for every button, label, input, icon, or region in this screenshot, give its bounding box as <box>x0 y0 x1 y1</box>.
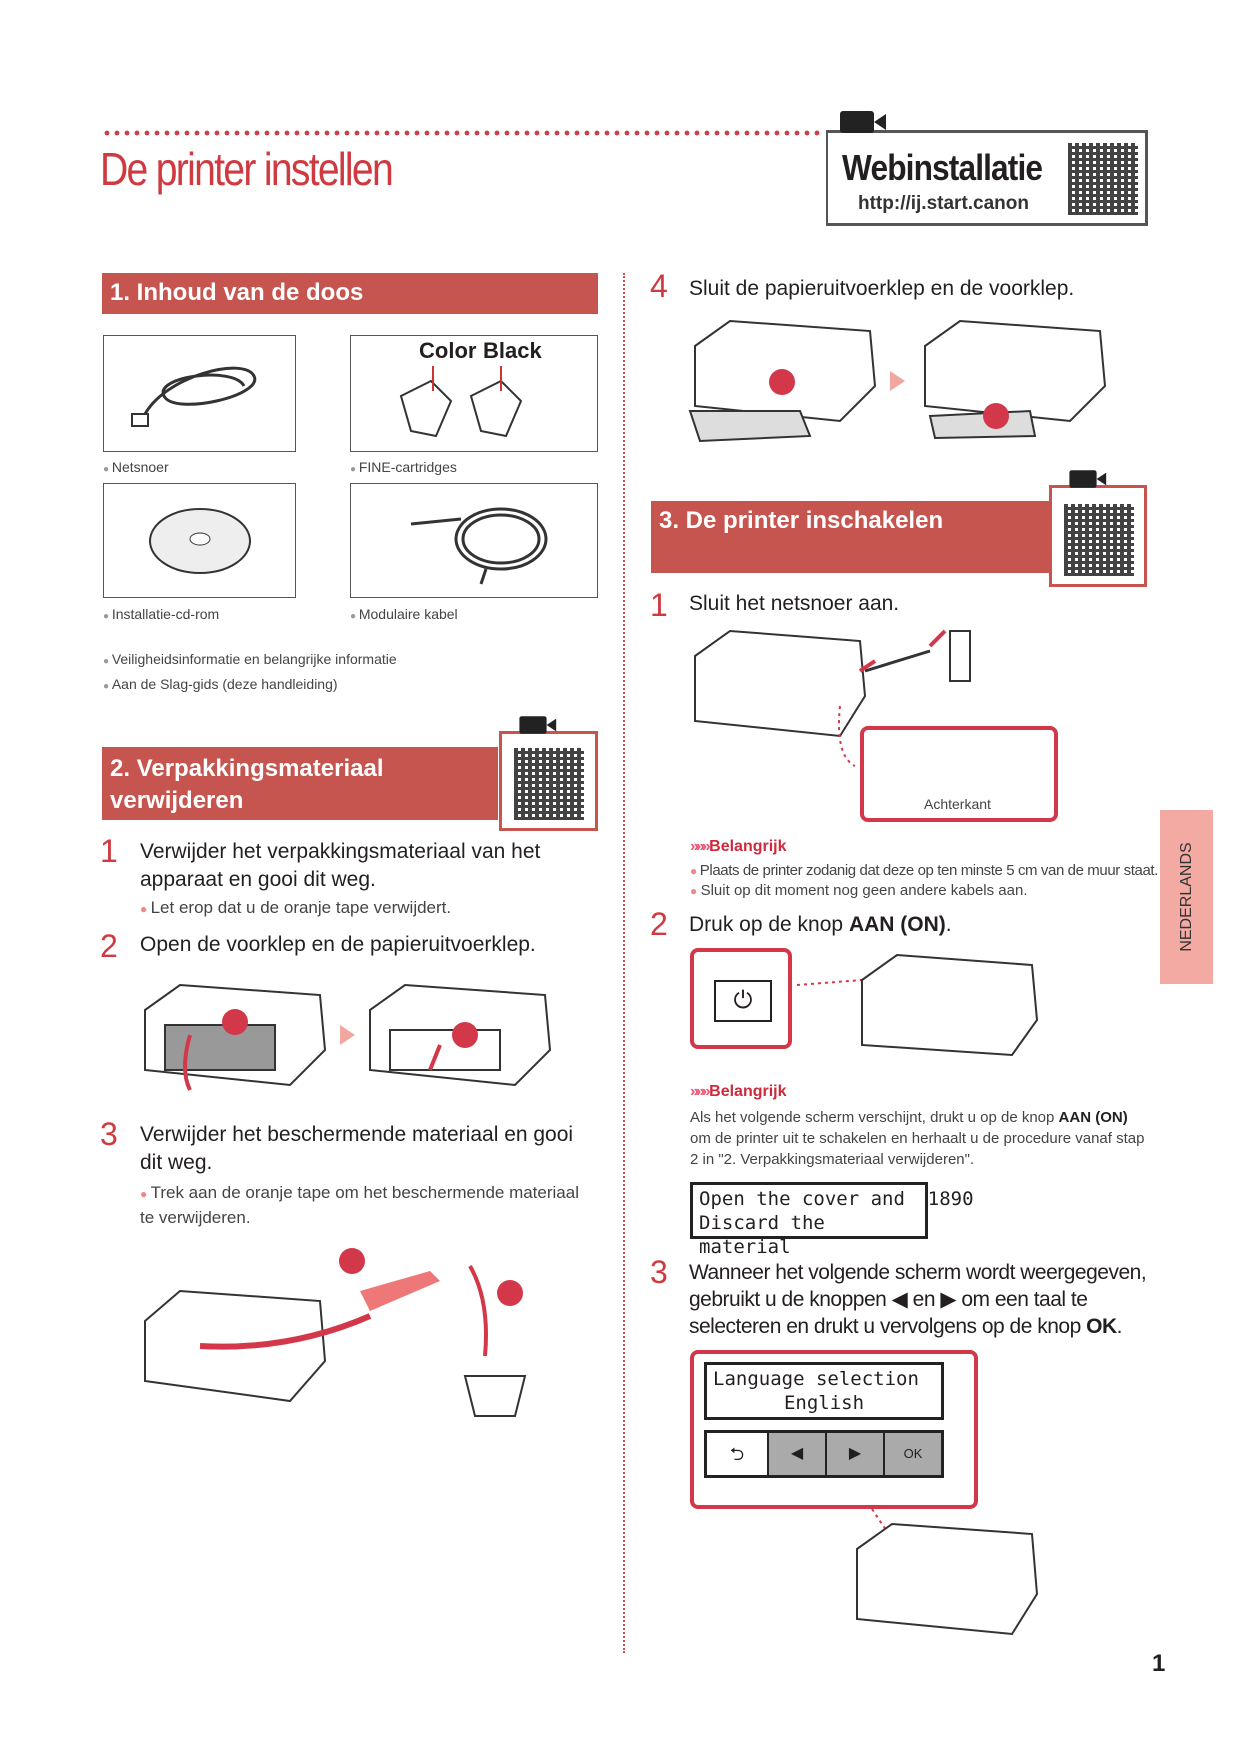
cd-rom-image <box>103 483 296 598</box>
step-number: 2 <box>100 928 118 964</box>
section-2-title-1: 2. Verpakkingsmateriaal <box>110 755 384 782</box>
section-2-title-2: verwijderen <box>110 787 244 814</box>
back-button[interactable]: ⮌ <box>707 1433 767 1475</box>
printer-open-illustration <box>144 983 552 1091</box>
step-text: Wanneer het volgende scherm wordt weerge… <box>689 1261 1147 1338</box>
lcd-screen-cover: Open the cover and 1890 Discard the mate… <box>690 1182 974 1258</box>
ink-label-black: Black <box>483 338 542 363</box>
step-note: Trek aan de oranje tape om het bescherme… <box>140 1181 580 1229</box>
step-text: Verwijder het verpakkingsmateriaal van h… <box>140 840 541 891</box>
cd-icon <box>149 508 251 574</box>
step-text: Sluit het netsnoer aan. <box>689 592 900 615</box>
rear-view-callout: Achterkant <box>860 726 1058 822</box>
qr-code[interactable] <box>1064 504 1134 576</box>
lcd-line: Open the cover and 1890 <box>699 1188 974 1210</box>
power-cord-image <box>103 335 296 452</box>
item-label: FINE-cartridges <box>350 459 457 475</box>
section-1-header: 1. Inhoud van de doos <box>102 273 598 314</box>
step-text: Open de voorklep en de papieruitvoerklep… <box>140 933 536 956</box>
language-tab: NEDERLANDS <box>1160 810 1213 984</box>
step-number: 2 <box>650 906 668 942</box>
printer-illustration <box>796 953 1039 1057</box>
step-text: Sluit de papieruitvoerklep en de voorkle… <box>689 277 1075 300</box>
left-button[interactable]: ◀ <box>767 1433 825 1475</box>
qr-code[interactable] <box>1068 143 1138 215</box>
video-icon <box>519 716 557 734</box>
ok-button[interactable]: OK <box>883 1433 941 1475</box>
page-title: De printer instellen <box>100 143 394 195</box>
printer-illustration <box>856 1508 1039 1636</box>
dotted-rule <box>102 130 822 136</box>
step-number: 4 <box>650 268 668 304</box>
lcd-line: Language selection <box>713 1368 919 1390</box>
power-button-callout: ⏻ <box>690 948 792 1049</box>
right-button[interactable]: ▶ <box>825 1433 883 1475</box>
cartridges-image: Color Black <box>350 335 598 452</box>
important-heading: Belangrijk <box>690 1083 786 1101</box>
important-heading: Belangrijk <box>690 838 786 856</box>
lcd-line: Discard the material <box>699 1212 825 1258</box>
item-label: Modulaire kabel <box>350 606 458 622</box>
lcd-screen-language: Language selection English <box>704 1362 944 1420</box>
video-icon <box>1069 470 1107 488</box>
cable-icon <box>410 507 548 585</box>
step-text: Verwijder het beschermende materiaal en … <box>140 1123 574 1174</box>
remove-tape-illustration <box>144 1248 527 1417</box>
important-note: Plaats de printer zodanig dat deze op te… <box>690 862 1159 879</box>
button-panel: ⮌ ◀ ▶ OK <box>704 1430 944 1478</box>
video-icon <box>840 111 886 133</box>
rear-label: Achterkant <box>924 796 991 812</box>
power-cord-icon <box>131 366 257 427</box>
step-number: 1 <box>100 833 118 869</box>
qr-box <box>499 716 598 831</box>
printer-close-illustration <box>688 319 1107 443</box>
page-number: 1 <box>1152 1650 1166 1677</box>
step-number: 3 <box>100 1116 118 1152</box>
plug-in-illustration <box>694 629 971 767</box>
important-text: Als het volgende scherm verschijnt, druk… <box>690 1109 1145 1168</box>
qr-box <box>1049 470 1147 587</box>
power-icon[interactable]: ⏻ <box>714 980 772 1022</box>
lcd-language-value: English <box>783 1392 865 1414</box>
step-text: Druk op de knop AAN (ON). <box>689 913 952 936</box>
item-label: Netsnoer <box>103 459 169 475</box>
web-setup-box: Webinstallatie http://ij.start.canon <box>826 111 1148 226</box>
language-panel-callout: Language selection English ⮌ ◀ ▶ OK <box>690 1350 978 1509</box>
web-setup-title: Webinstallatie <box>842 147 1043 188</box>
important-note: Sluit op dit moment nog geen andere kabe… <box>690 882 1028 899</box>
section-2-header: 2. Verpakkingsmateriaal verwijderen <box>102 747 498 820</box>
step-number: 3 <box>650 1254 668 1290</box>
qr-code[interactable] <box>514 748 584 820</box>
language-tab-label: NEDERLANDS <box>1177 842 1195 952</box>
extra-item: Aan de Slag-gids (deze handleiding) <box>103 676 338 692</box>
step-number: 1 <box>650 587 668 623</box>
ink-label-color: Color <box>419 338 477 363</box>
column-divider <box>623 273 625 1653</box>
step-note: Let erop dat u de oranje tape verwijdert… <box>140 898 452 918</box>
web-setup-url[interactable]: http://ij.start.canon <box>858 193 1029 214</box>
modular-cable-image <box>350 483 598 598</box>
cartridge-icon <box>399 366 523 438</box>
extra-item: Veiligheidsinformatie en belangrijke inf… <box>103 651 397 667</box>
section-3-header: 3. De printer inschakelen <box>651 501 1051 573</box>
item-label: Installatie-cd-rom <box>103 606 219 622</box>
